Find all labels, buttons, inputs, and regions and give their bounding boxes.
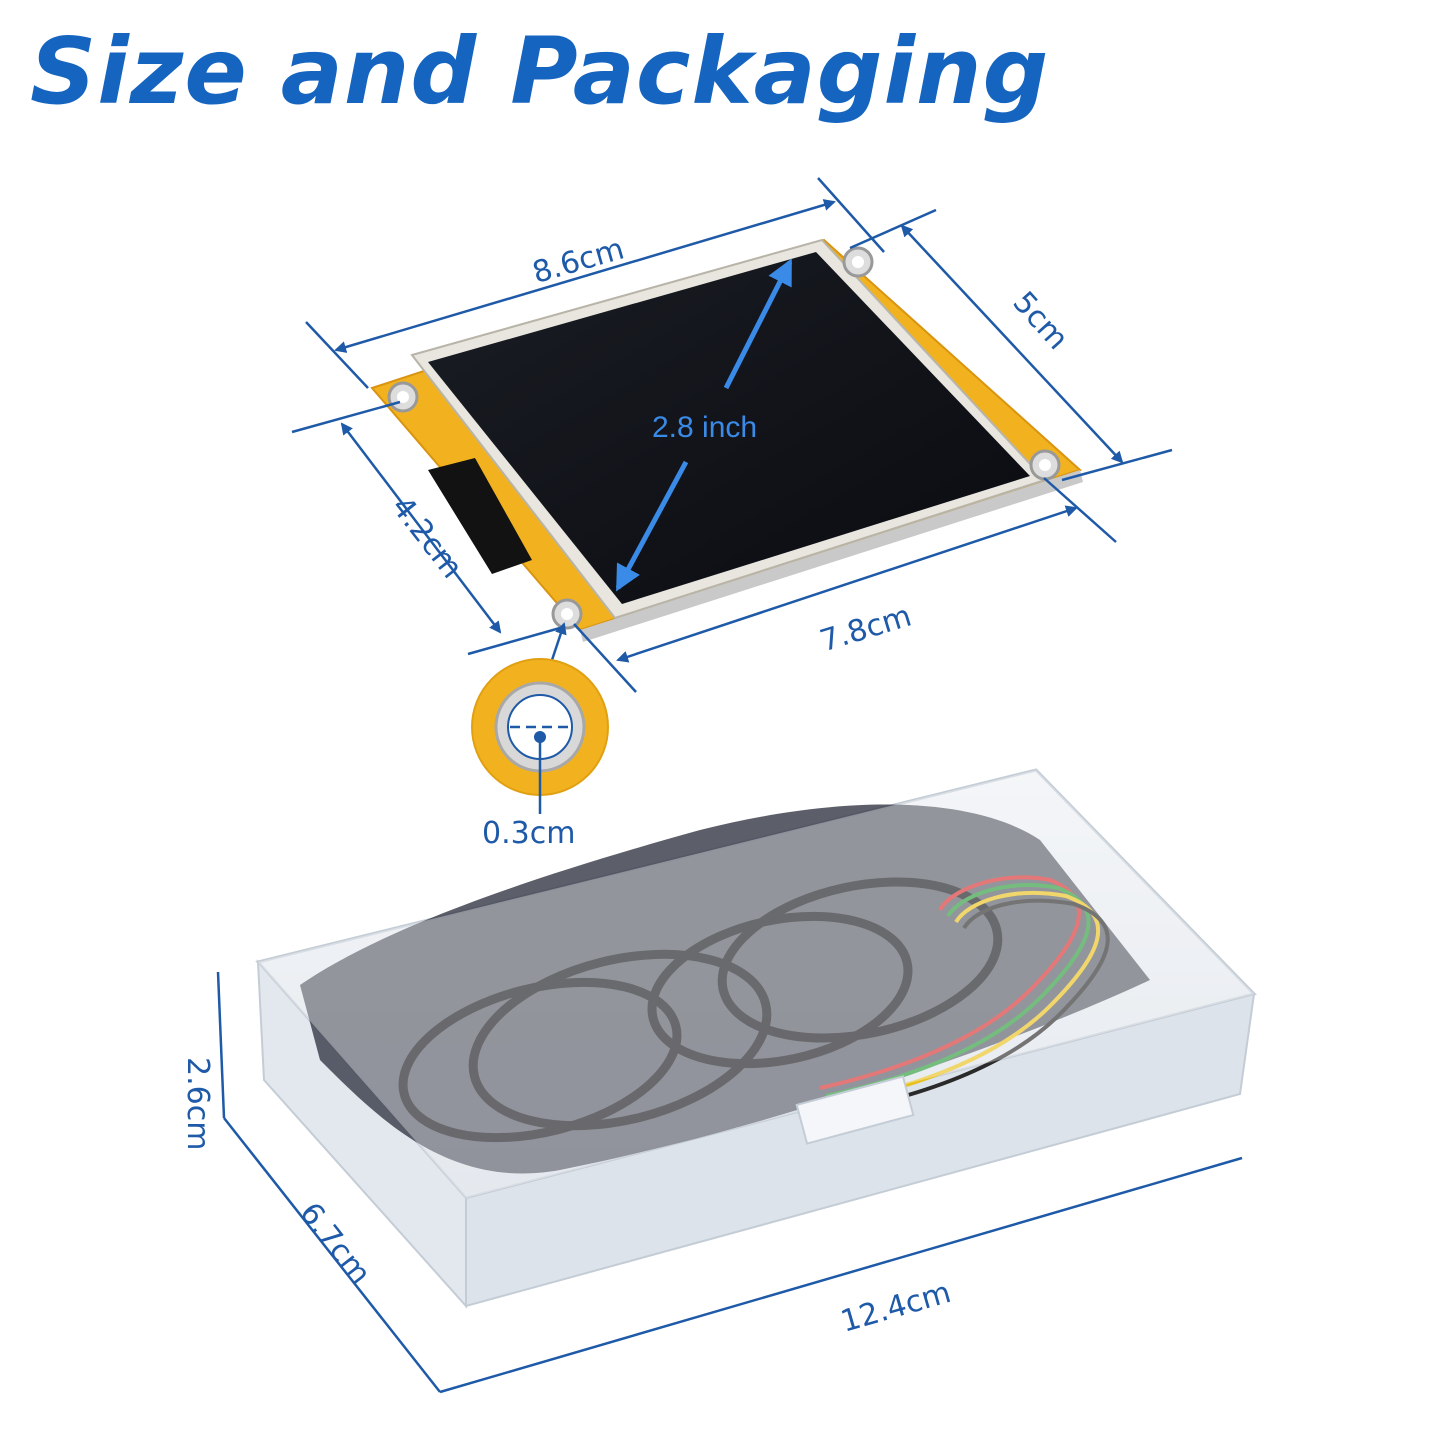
board-width-label: 5cm — [1006, 285, 1075, 357]
packaging-box — [255, 768, 1257, 1309]
box-latch — [795, 1075, 915, 1145]
dimension-board-length — [305, 177, 885, 389]
dimension-screen-length — [573, 477, 1117, 693]
dimension-box-height — [216, 971, 226, 1119]
hole-detail — [471, 622, 609, 814]
page-title: Size and Packaging — [30, 18, 1050, 125]
box-length-label: 12.4cm — [837, 1275, 955, 1340]
dimension-board-depth — [291, 400, 561, 656]
dimension-box-length — [439, 1156, 1243, 1394]
box-height-label: 2.6cm — [180, 1057, 215, 1150]
board-length-label: 8.6cm — [529, 231, 628, 290]
dimension-box-width — [223, 1117, 441, 1393]
box-width-label: 6.7cm — [292, 1196, 377, 1291]
diagonal-label: 2.8 inch — [652, 411, 757, 444]
screen-length-label: 7.8cm — [816, 598, 916, 659]
dimension-board-width — [849, 208, 1173, 482]
hole-diameter-label: 0.3cm — [482, 816, 575, 851]
